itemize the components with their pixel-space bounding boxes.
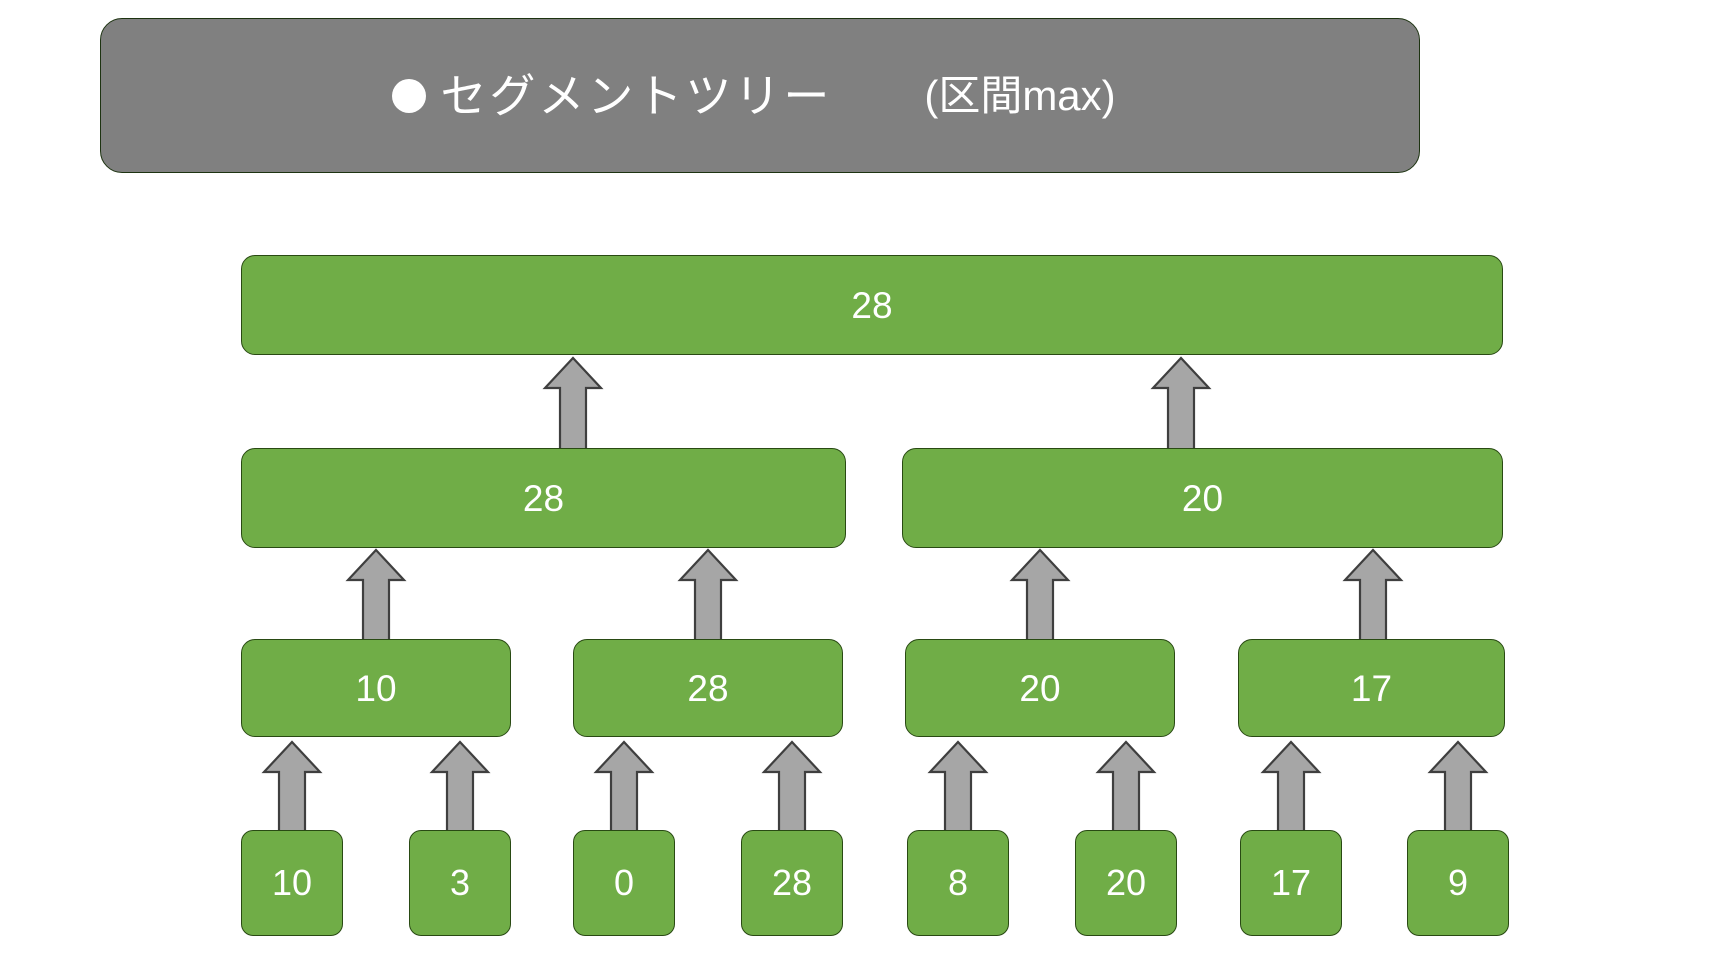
tree-leaf-5[interactable]: 20 <box>1075 830 1177 936</box>
tree-leaf-0[interactable]: 10 <box>241 830 343 936</box>
arrow-level2-0-to-level1-0 <box>345 548 407 644</box>
arrow-level1-0-to-root <box>542 356 604 452</box>
tree-node-level2-2[interactable]: 20 <box>905 639 1175 737</box>
filled-circle-icon <box>392 78 427 113</box>
tree-node-level1-1[interactable]: 20 <box>902 448 1503 548</box>
arrow-leaf-6-to-level2-3 <box>1260 740 1322 834</box>
tree-leaf-3[interactable]: 28 <box>741 830 843 936</box>
title-banner: セグメントツリー (区間max) <box>100 18 1420 173</box>
page-title: セグメントツリー <box>440 69 833 122</box>
arrow-leaf-2-to-level2-1 <box>593 740 655 834</box>
arrow-level1-1-to-root <box>1150 356 1212 452</box>
tree-node-level2-0[interactable]: 10 <box>241 639 511 737</box>
tree-node-root[interactable]: 28 <box>241 255 1503 355</box>
tree-node-level1-0[interactable]: 28 <box>241 448 846 548</box>
arrow-level2-2-to-level1-1 <box>1009 548 1071 644</box>
tree-leaf-6[interactable]: 17 <box>1240 830 1342 936</box>
tree-leaf-7[interactable]: 9 <box>1407 830 1509 936</box>
arrow-level2-1-to-level1-0 <box>677 548 739 644</box>
arrow-leaf-3-to-level2-1 <box>761 740 823 834</box>
arrow-leaf-5-to-level2-2 <box>1095 740 1157 834</box>
tree-leaf-2[interactable]: 0 <box>573 830 675 936</box>
arrow-leaf-7-to-level2-3 <box>1427 740 1489 834</box>
arrow-leaf-0-to-level2-0 <box>261 740 323 834</box>
tree-node-level2-1[interactable]: 28 <box>573 639 843 737</box>
arrow-leaf-1-to-level2-0 <box>429 740 491 834</box>
tree-leaf-1[interactable]: 3 <box>409 830 511 936</box>
page-subtitle: (区間max) <box>924 71 1116 119</box>
tree-node-level2-3[interactable]: 17 <box>1238 639 1505 737</box>
arrow-level2-3-to-level1-1 <box>1342 548 1404 644</box>
title-banner-content: セグメントツリー (区間max) <box>392 69 1116 122</box>
tree-leaf-4[interactable]: 8 <box>907 830 1009 936</box>
arrow-leaf-4-to-level2-2 <box>927 740 989 834</box>
